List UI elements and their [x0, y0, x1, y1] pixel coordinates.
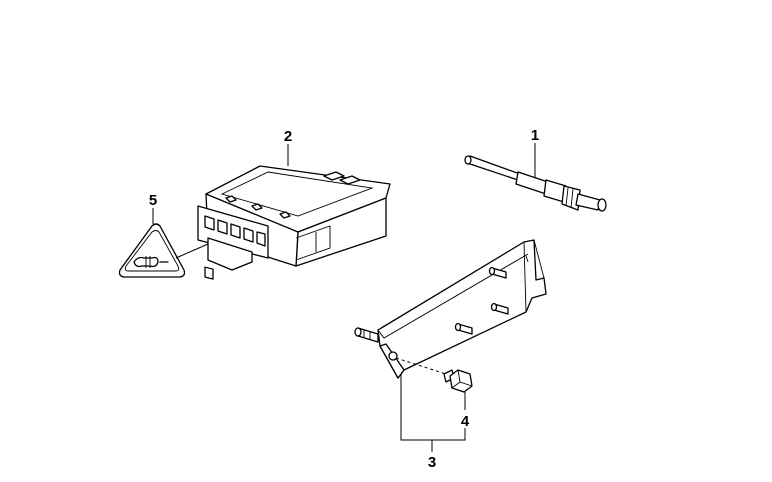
warning-label — [118, 223, 186, 278]
callout-3: 3 — [428, 454, 436, 471]
hex-screw — [395, 357, 473, 393]
callout-5: 5 — [149, 192, 157, 209]
callout-1: 1 — [531, 127, 539, 144]
callout-2: 2 — [284, 128, 292, 145]
glow-plug — [464, 155, 607, 212]
control-unit — [197, 165, 391, 280]
leader-5b — [175, 243, 209, 259]
mounting-bracket — [354, 239, 547, 379]
leader-3 — [400, 374, 466, 452]
callout-4: 4 — [461, 413, 470, 430]
